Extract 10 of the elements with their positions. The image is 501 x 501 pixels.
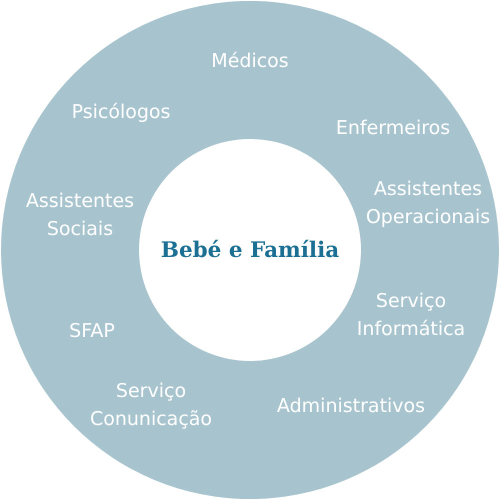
role-label: Assistentes Sociais	[24, 189, 136, 242]
role-label: Médicos	[211, 49, 289, 74]
role-label: Serviço Conunicação	[88, 379, 214, 432]
role-label: Psicólogos	[72, 100, 170, 125]
center-title: Bebé e Família	[160, 238, 340, 262]
role-label: Administrativos	[276, 394, 426, 419]
role-label: SFAP	[69, 319, 115, 344]
role-label: Serviço Informática	[356, 289, 466, 342]
role-label: Assistentes Operacionais	[364, 177, 492, 230]
role-label: Enfermeiros	[336, 116, 450, 141]
